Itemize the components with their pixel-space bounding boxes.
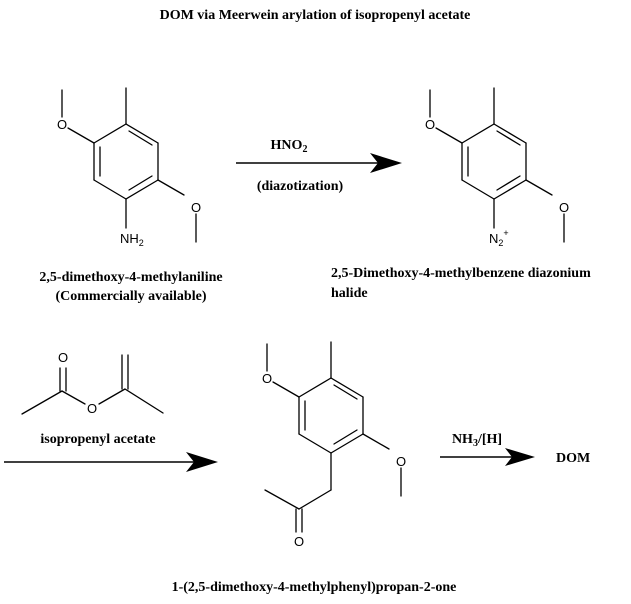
aniline-name: 2,5-dimethoxy-4-methylaniline bbox=[39, 270, 222, 285]
aniline-o-top: O bbox=[57, 117, 67, 132]
aniline-note: (Commercially available) bbox=[56, 289, 207, 304]
ketone-o-right: O bbox=[396, 454, 406, 469]
arrow-meerwein bbox=[4, 452, 218, 472]
ketone-structure: O O O bbox=[262, 341, 406, 549]
diazonium-n2-label: N2+ bbox=[489, 228, 509, 248]
scheme-title: DOM via Meerwein arylation of isopropeny… bbox=[160, 8, 471, 23]
diazonium-name-cont: halide bbox=[331, 286, 368, 301]
product-dom: DOM bbox=[556, 451, 590, 466]
acetate-ester-o: O bbox=[87, 401, 97, 416]
reagent-hno2: HNO2 bbox=[271, 138, 308, 155]
ketone-name: 1-(2,5-dimethoxy-4-methylphenyl)propan-2… bbox=[172, 580, 457, 595]
ketone-carbonyl-o: O bbox=[294, 534, 304, 549]
acetate-carbonyl-o: O bbox=[58, 350, 68, 365]
arrow-reductive-amination bbox=[440, 448, 535, 466]
ketone-o-top: O bbox=[262, 371, 272, 386]
aniline-structure: O O NH2 bbox=[57, 87, 201, 248]
step1-condition: (diazotization) bbox=[257, 179, 344, 194]
diazonium-name: 2,5-Dimethoxy-4-methylbenzene diazonium bbox=[331, 266, 591, 281]
diazonium-o-top: O bbox=[425, 117, 435, 132]
diazonium-o-right: O bbox=[559, 200, 569, 215]
diazonium-structure: O O N2+ bbox=[425, 87, 569, 248]
isopropenyl-acetate-structure: O O bbox=[21, 350, 164, 416]
arrow-diazotization bbox=[236, 153, 402, 173]
reagent-nh3-h: NH3/[H] bbox=[452, 432, 502, 449]
aniline-o-right: O bbox=[191, 200, 201, 215]
isopropenyl-acetate-name: isopropenyl acetate bbox=[40, 432, 155, 447]
aniline-nh2-label: NH2 bbox=[120, 231, 144, 248]
